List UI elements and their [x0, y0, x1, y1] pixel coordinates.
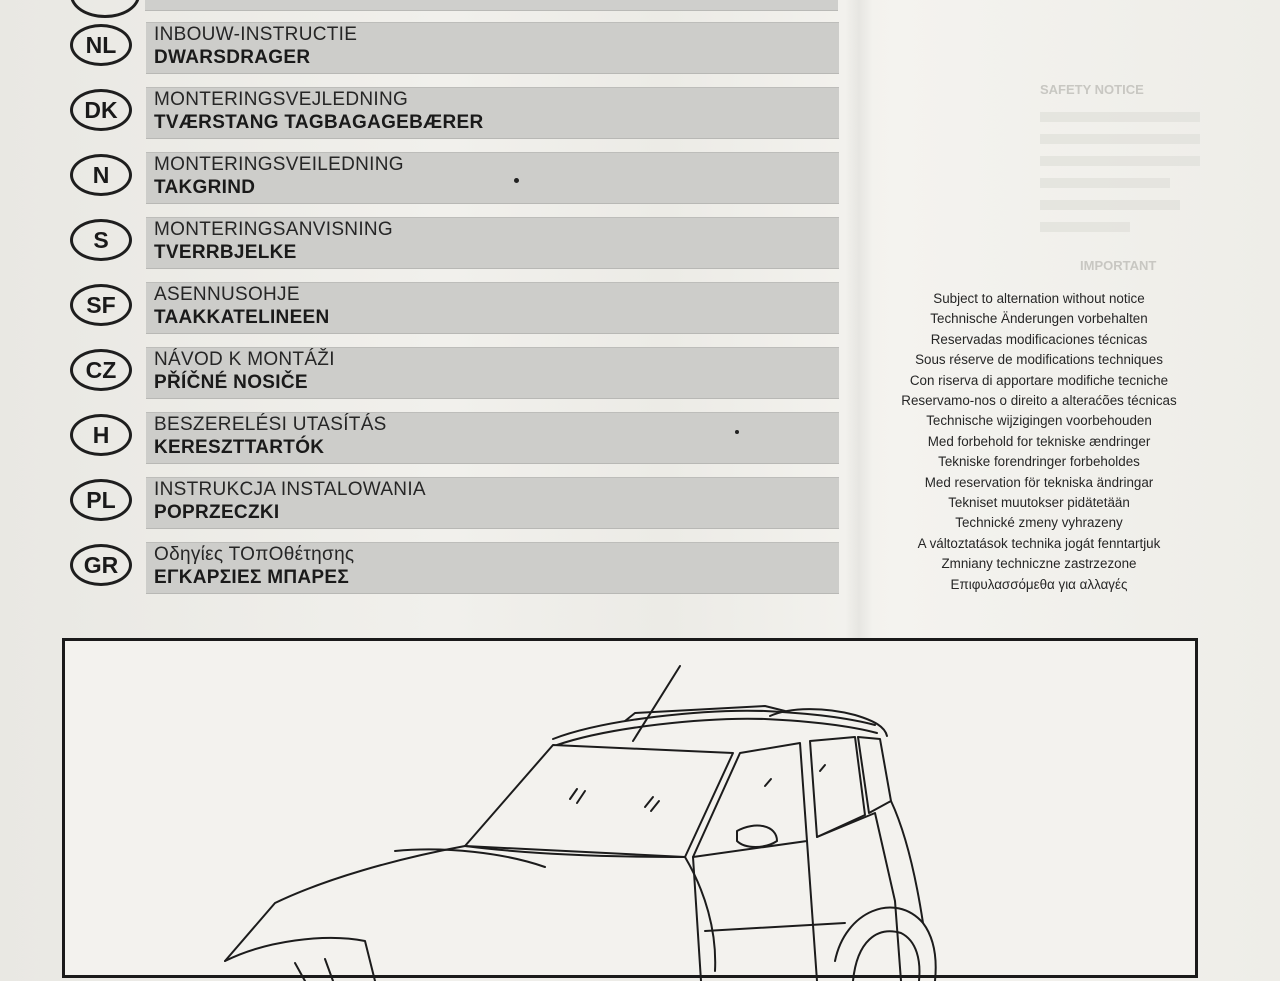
bleed-through-line: [1040, 134, 1200, 144]
title-band: [146, 412, 839, 464]
product-name: TVÆRSTANG TAGBAGAGEBÆRER: [154, 112, 484, 133]
notice-line: Subject to alternation without notice: [933, 291, 1145, 306]
instruction-title: MONTERINGSVEILEDNING: [154, 154, 404, 175]
language-row-s: S MONTERINGSANVISNING TVERRBJELKE: [66, 215, 841, 271]
bleed-through-line: [1040, 178, 1170, 188]
language-code-badge: SF: [70, 284, 132, 326]
previous-language-band: [145, 0, 838, 11]
language-code-badge: N: [70, 154, 132, 196]
instruction-title: MONTERINGSVEJLEDNING: [154, 89, 409, 110]
notice-line: Reservadas modificaciones técnicas: [930, 331, 1148, 347]
language-row-h: H BESZERELÉSI UTASÍTÁS KERESZTTARTÓK: [66, 410, 841, 466]
bleed-through-line: [1040, 200, 1180, 210]
language-row-nl: NL INBOUW-INSTRUCTIE DWARSDRAGER: [66, 20, 841, 76]
product-name: DWARSDRAGER: [154, 47, 311, 68]
bleed-through-line: [1040, 222, 1130, 232]
title-band: [146, 217, 839, 269]
notice-line: A változtatások technika jogát fenntartj…: [917, 535, 1161, 551]
language-code-badge: DK: [70, 89, 132, 131]
print-speck: [735, 430, 739, 434]
product-name: TAAKKATELINEEN: [154, 307, 330, 328]
language-code-badge: GR: [70, 544, 132, 586]
notice-line: Zmniany techniczne zastrzezone: [941, 556, 1137, 572]
instruction-title: INBOUW-INSTRUCTIE: [154, 24, 358, 45]
notice-line: Επιφυλασσόμεθα για αλλαγές: [950, 576, 1128, 592]
instruction-title: ASENNUSOHJE: [154, 284, 300, 305]
notice-line: Technische wijzigingen voorbehouden: [926, 413, 1152, 429]
language-title-list: NL INBOUW-INSTRUCTIE DWARSDRAGER DK MONT…: [0, 0, 840, 600]
instruction-title: BESZERELÉSI UTASÍTÁS: [154, 414, 387, 435]
product-name: POPRZECZKI: [154, 502, 280, 523]
notice-line: Technické zmeny vyhrazeny: [955, 515, 1123, 531]
language-row-sf: SF ASENNUSOHJE TAAKKATELINEEN: [66, 280, 841, 336]
notice-line: Sous réserve de modifications techniques: [915, 352, 1163, 368]
language-code-badge: CZ: [70, 349, 132, 391]
bleed-through-line: [1040, 156, 1200, 166]
language-row-pl: PL INSTRUKCJA INSTALOWANIA POPRZECZKI: [66, 475, 841, 531]
language-code-badge: PL: [70, 479, 132, 521]
product-name: PŘÍČNÉ NOSIČE: [154, 372, 308, 393]
title-band: [146, 542, 839, 594]
car-illustration-frame: [62, 638, 1198, 981]
language-row-n: N MONTERINGSVEILEDNING TAKGRIND: [66, 150, 841, 206]
bleed-through-line: [1040, 112, 1200, 122]
instruction-title: NÁVOD K MONTÁŽI: [154, 349, 335, 370]
title-band: [146, 347, 839, 399]
title-band: [146, 87, 839, 139]
title-band: [146, 282, 839, 334]
language-row-gr: GR Οδηγίες ΤΟπΟθέτησης ΕΓΚΑΡΣΙΕΣ ΜΠΑΡΕΣ: [66, 540, 841, 596]
instruction-title: INSTRUKCJA INSTALOWANIA: [154, 479, 426, 500]
notice-line: Tekniske forendringer forbeholdes: [938, 454, 1140, 470]
product-name: TAKGRIND: [154, 177, 256, 198]
notice-line: Tekniset muutokser pidätetään: [948, 495, 1130, 511]
notice-line: Con riserva di apportare modifiche tecni…: [909, 372, 1169, 388]
print-speck: [514, 178, 519, 183]
instruction-title: MONTERINGSANVISNING: [154, 219, 393, 240]
language-code-badge: NL: [70, 24, 132, 66]
notice-line: Technische Änderungen vorbehalten: [930, 311, 1148, 327]
notice-line: Med forbehold for tekniske ændringer: [927, 433, 1151, 449]
product-name: KERESZTTARTÓK: [154, 437, 325, 458]
title-band: [146, 477, 839, 529]
language-code-badge: S: [70, 219, 132, 261]
product-name: ΕΓΚΑΡΣΙΕΣ ΜΠΑΡΕΣ: [154, 567, 350, 588]
language-code-badge: H: [70, 414, 132, 456]
language-row-cz: CZ NÁVOD K MONTÁŽI PŘÍČNÉ NOSIČE: [66, 345, 841, 401]
title-band: [146, 22, 839, 74]
product-name: TVERRBJELKE: [154, 242, 297, 263]
bleed-through-text: SAFETY NOTICE: [1040, 82, 1144, 97]
title-band: [146, 152, 839, 204]
bleed-through-text: IMPORTANT: [1080, 258, 1157, 273]
language-row-dk: DK MONTERINGSVEJLEDNING TVÆRSTANG TAGBAG…: [66, 85, 841, 141]
station-wagon-line-drawing: [224, 665, 937, 981]
notice-line: Med reservation för tekniska ändringar: [924, 474, 1154, 490]
instruction-title: Οδηγίες ΤΟπΟθέτησης: [154, 544, 355, 565]
technical-change-notice-list: Subject to alternation without notice Te…: [868, 289, 1210, 595]
notice-line: Reservamo-nos o direito a alteraćões téc…: [901, 393, 1177, 409]
